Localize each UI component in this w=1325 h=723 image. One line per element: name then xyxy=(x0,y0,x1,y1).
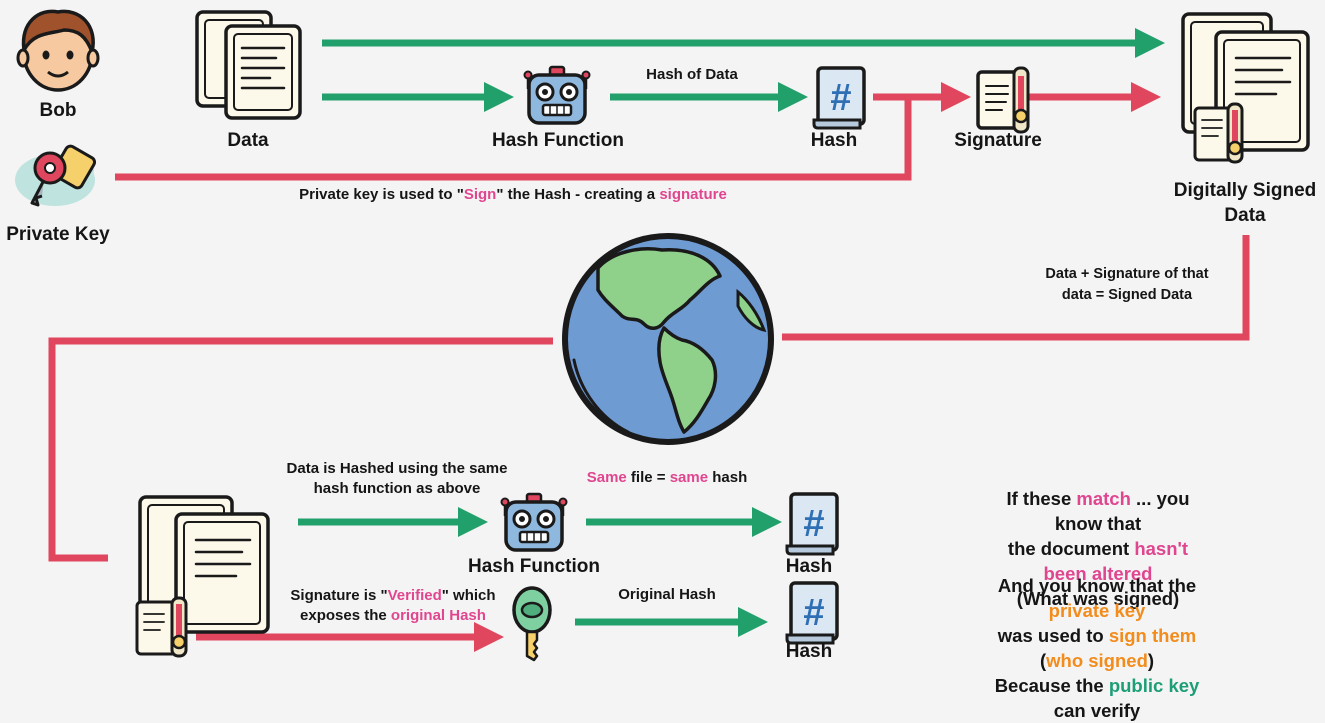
hash-function-bottom-label: Hash Function xyxy=(468,556,600,577)
same-hash-file: file = xyxy=(626,469,670,486)
line-globe-to-receiver xyxy=(48,337,553,562)
c-public-key: public key xyxy=(1108,675,1200,696)
arrowhead-key-to-hash xyxy=(738,607,768,637)
hash-label: Hash xyxy=(810,130,858,151)
c-who-signed: who signed xyxy=(1046,650,1148,671)
svg-text:#: # xyxy=(830,77,851,119)
bob-avatar-icon xyxy=(16,9,100,92)
bob-label: Bob xyxy=(39,100,77,121)
private-key-label: Private Key xyxy=(6,224,110,245)
conclusion-line-6: Because the public key can verify xyxy=(983,673,1211,723)
data-documents-icon xyxy=(195,10,302,120)
hash-scroll-icon-bottom-1: # xyxy=(785,492,839,556)
hash-function-robot-icon xyxy=(523,65,591,125)
line-private-key-sign xyxy=(115,93,912,181)
sign-caption-signature-word: signature xyxy=(659,186,727,203)
sign-caption-part-1: Private key is used to " xyxy=(299,186,464,203)
verified-word: Verified xyxy=(387,587,442,604)
arrowhead-data-to-hashfn xyxy=(484,82,514,112)
arrowhead-receiver-to-hashfn xyxy=(458,507,488,537)
arrowhead-signature-to-key xyxy=(474,622,504,652)
hash-function-label: Hash Function xyxy=(492,130,624,151)
public-key-icon xyxy=(512,586,552,662)
sign-caption: Private key is used to "Sign" the Hash -… xyxy=(299,186,727,203)
conclusion-line-4: And you know that the private key xyxy=(983,573,1211,623)
c-l5e: ) xyxy=(1147,650,1155,671)
data-label: Data xyxy=(227,130,269,151)
c-sign-them: sign them xyxy=(1108,625,1197,646)
verified-line-2: exposes the original Hash xyxy=(290,606,495,626)
line-signed-to-globe xyxy=(782,235,1250,341)
conclusion-block-2: And you know that the private key was us… xyxy=(983,573,1211,723)
hashed-same-line-2: hash function as above xyxy=(313,480,481,497)
sign-caption-part-3: " the Hash - creating a xyxy=(496,186,660,203)
signed-data-note-line-2: data = Signed Data xyxy=(1061,287,1193,303)
digitally-signed-data-label: Digitally Signed Data xyxy=(1174,178,1317,228)
hashed-same-line-1: Data is Hashed using the same xyxy=(286,460,508,477)
arrowhead-data-to-signed xyxy=(1135,28,1165,58)
hash-of-data-label: Hash of Data xyxy=(646,66,738,83)
same-hash-same-2: same xyxy=(669,469,709,486)
c-match: match xyxy=(1076,488,1131,509)
c-not-altered: hasn't been altered xyxy=(1043,538,1189,584)
verified-l2a: exposes the xyxy=(300,607,391,624)
hash-scroll-icon-bottom-2: # xyxy=(785,581,839,645)
original-hash-label: Original Hash xyxy=(618,586,716,603)
signed-documents-icon xyxy=(1181,12,1310,164)
verified-original-hash: original Hash xyxy=(390,607,486,624)
hash-scroll-icon: # xyxy=(812,66,866,130)
signature-label: Signature xyxy=(954,130,1042,151)
signature-certificate-icon xyxy=(976,66,1030,134)
arrowhead-hashfn-to-hash xyxy=(778,82,808,112)
c-l4a: And you know that the xyxy=(997,575,1197,596)
digitally-signed-line-1: Digitally Signed xyxy=(1173,180,1317,201)
svg-text:#: # xyxy=(803,592,824,634)
c-l2a: the document xyxy=(1007,538,1135,559)
signed-data-note-line-1: Data + Signature of that xyxy=(1045,266,1209,282)
arrowhead-signature-to-signed xyxy=(1131,82,1161,112)
hashed-same-note: Data is Hashed using the same hash funct… xyxy=(287,459,508,499)
conclusion-block-1: If these match ... you know that the doc… xyxy=(985,486,1212,611)
hash-bottom-label-1: Hash xyxy=(785,556,833,577)
received-signed-documents-icon xyxy=(135,495,270,658)
verified-note: Signature is "Verified" which exposes th… xyxy=(290,586,495,626)
verified-line-1: Signature is "Verified" which xyxy=(290,586,495,606)
c-private-key: private key xyxy=(1048,600,1146,621)
conclusion-line-5: was used to sign them (who signed) xyxy=(983,623,1211,673)
sign-caption-sign-word: Sign xyxy=(463,186,497,203)
c-l5a: was used to xyxy=(997,625,1109,646)
diagram-canvas: # xyxy=(15,9,1310,662)
globe-icon xyxy=(562,233,774,445)
svg-text:#: # xyxy=(803,503,824,545)
conclusion-line-2: the document hasn't been altered xyxy=(985,536,1212,586)
hash-function-robot-icon-bottom xyxy=(500,492,568,552)
c-l1a: If these xyxy=(1006,488,1077,509)
verified-l1a: Signature is " xyxy=(290,587,388,604)
private-key-icon xyxy=(15,144,97,207)
c-l6a: Because the xyxy=(994,675,1109,696)
arrowhead-hashfn2-to-hash xyxy=(752,507,782,537)
hash-bottom-label-2: Hash xyxy=(785,641,833,662)
same-hash-hash: hash xyxy=(708,469,748,486)
arrowhead-to-signature xyxy=(941,82,971,112)
same-hash-same-1: Same xyxy=(586,469,627,486)
c-l5c: ( xyxy=(1039,650,1047,671)
verified-l1c: " which xyxy=(441,587,496,604)
digitally-signed-line-2: Data xyxy=(1224,205,1266,226)
conclusion-line-1: If these match ... you know that xyxy=(985,486,1212,536)
c-l6c: can verify xyxy=(1053,700,1141,721)
signed-data-note: Data + Signature of that data = Signed D… xyxy=(1045,264,1208,306)
c-l1c: ... you know that xyxy=(1054,488,1190,534)
conclusion-line-3: (What was signed) xyxy=(1016,588,1180,609)
diagram: # xyxy=(6,9,1317,721)
same-hash-note: Same file = same hash xyxy=(587,469,748,486)
